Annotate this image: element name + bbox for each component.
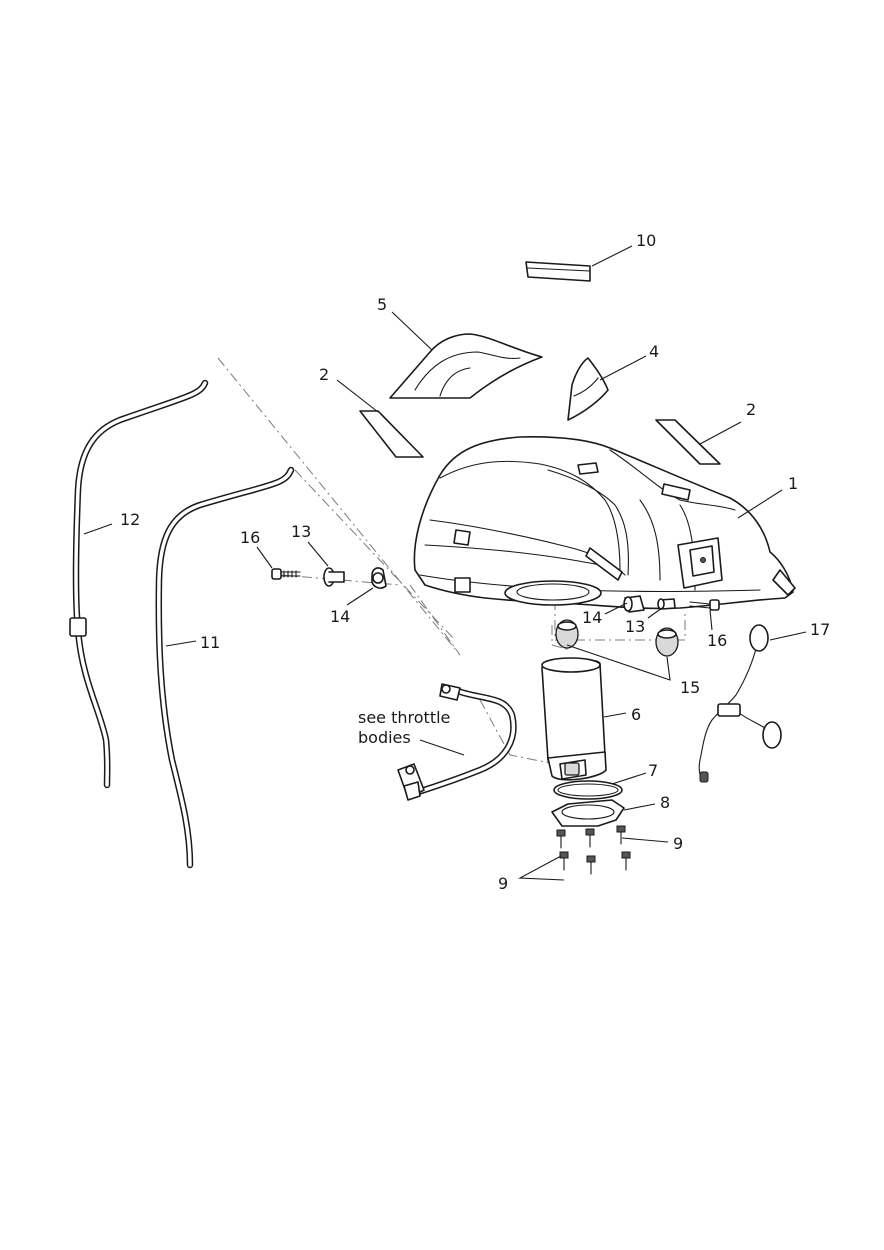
bolts-9 [556,825,631,875]
callout-12: 12 [120,510,140,529]
grommet-15-right [655,627,679,657]
part-10-strip [525,261,591,282]
note-line-2: bodies [358,728,411,747]
callout-leaders [83,245,807,881]
callout-13-left: 13 [291,522,311,541]
callout-2-right: 2 [746,400,756,419]
callout-7: 7 [648,761,658,780]
callout-5: 5 [377,295,387,314]
bolt-9 [621,851,631,871]
fuel-pump-6 [541,657,607,781]
callout-6: 6 [631,705,641,724]
part-5-cover [389,333,543,399]
bolt-9 [586,855,596,875]
part-2-strip-left [359,410,424,458]
grommet-14-right [623,595,645,613]
fuel-feed-hose [397,683,517,801]
callout-4: 4 [649,342,659,361]
callout-16-right: 16 [707,631,727,650]
breather-hose-12 [69,379,209,789]
o-ring-7 [553,780,623,800]
bolt-9 [585,828,595,848]
callout-10: 10 [636,231,656,250]
bolt-16-left [271,568,301,580]
breather-hose-11 [155,466,295,869]
pump-opening [504,580,602,606]
note-line-1: see throttle [358,708,450,727]
washer-13-right [657,598,676,610]
callout-11: 11 [200,633,220,652]
grommet-14-left [371,567,387,589]
bolt-9 [556,829,566,849]
fuel-level-sender-17 [698,624,782,783]
callout-14-left: 14 [330,607,350,626]
callout-labels: 10 5 2 4 2 1 12 11 16 13 14 14 13 16 17 … [120,231,830,893]
callout-14-right: 14 [582,608,602,627]
callout-16-left: 16 [240,528,260,547]
callout-15: 15 [680,678,700,697]
throttle-bodies-note: see throttle bodies [358,708,450,747]
callout-13-right: 13 [625,617,645,636]
assembly-guide-lines [217,357,686,766]
hose-clip [69,617,87,637]
callout-1: 1 [788,474,798,493]
grommet-15-left [555,619,579,649]
plate-8 [551,799,625,827]
callout-9-right: 9 [673,834,683,853]
callout-8: 8 [660,793,670,812]
bolt-9 [616,825,626,845]
washer-13-left [323,567,345,587]
bolt-16-right [689,599,720,611]
part-4-pad [567,357,609,421]
fuel-tank-1 [413,436,796,610]
callout-2-left: 2 [319,365,329,384]
bolt-9 [559,851,569,871]
part-2-strip-right [655,419,721,465]
callout-17: 17 [810,620,830,639]
callout-9-left: 9 [498,874,508,893]
